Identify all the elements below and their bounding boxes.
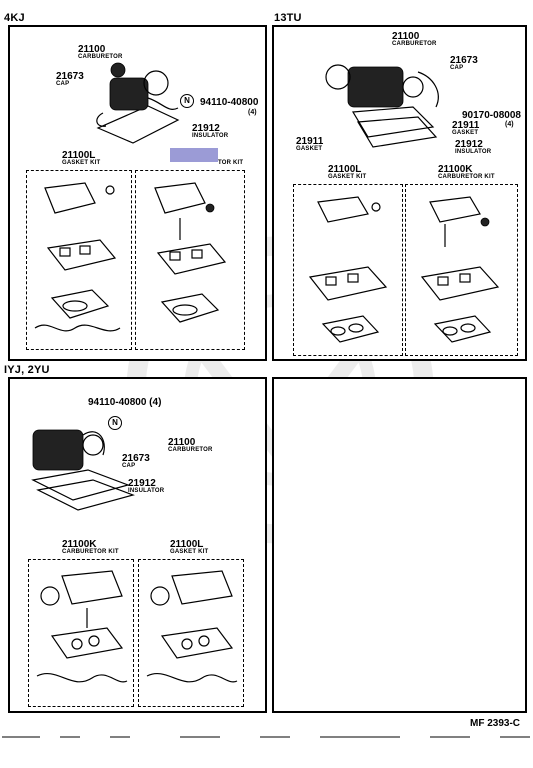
part-name-cap-4kj: CAP: [56, 81, 70, 87]
part-name-carburetor-13tu: CARBURETOR: [392, 41, 437, 47]
part-name-cap-1yj: CAP: [122, 463, 136, 469]
kit-box-right-1yj: [138, 559, 244, 707]
part-name-kit-right-1yj: GASKET KIT: [170, 549, 209, 555]
part-number-carburetor-1yj: 21100: [168, 437, 196, 448]
part-name-kit-left-4kj: GASKET KIT: [62, 160, 101, 166]
part-number-kit-left-13tu: 21100L: [328, 164, 362, 175]
section-label-1yj-2yu: IYJ, 2YU: [4, 364, 50, 376]
part-number-kit-right-13tu: 21100K: [438, 164, 473, 175]
redaction-highlight: [170, 148, 218, 162]
part-number-insulator-13tu: 21912: [455, 139, 483, 150]
part-name-gasket-left-13tu: GASKET: [296, 146, 323, 152]
diagram-code: MF 2393-C: [470, 718, 521, 729]
part-number-nut-4kj: 94110-40800: [200, 97, 259, 108]
part-name-kit-right-13tu: CARBURETOR KIT: [438, 174, 495, 180]
kit-box-left-13tu: [293, 184, 403, 356]
part-number-kit-left-4kj: 21100L: [62, 150, 96, 161]
kit-box-left-1yj: [28, 559, 134, 707]
section-label-4kj: 4KJ: [4, 12, 25, 24]
kit-parts-left-13tu: [308, 196, 388, 343]
part-number-insulator-4kj: 21912: [192, 123, 220, 134]
kit-box-right-13tu: [405, 184, 518, 356]
part-number-cap-13tu: 21673: [450, 55, 478, 66]
part-name-insulator-13tu: INSULATOR: [455, 149, 492, 155]
part-number-kit-right-1yj: 21100L: [170, 539, 204, 550]
kit-box-left-4kj: [26, 170, 132, 350]
section-label-13tu: 13TU: [274, 12, 302, 24]
kit-parts-right-13tu: [420, 196, 500, 343]
part-number-bolt-13tu: 90170-08008: [462, 110, 521, 121]
n-mark-icon-1yj: N: [108, 416, 122, 430]
kit-parts-left-4kj: [34, 182, 121, 332]
kit-parts-right-4kj: [154, 182, 227, 323]
n-mark-icon-4kj: N: [180, 94, 194, 108]
kit-parts-left-1yj: [36, 570, 128, 683]
part-name-insulator-1yj: INSULATOR: [128, 488, 165, 494]
kit-box-right-4kj: [135, 170, 245, 350]
part-number-kit-left-1yj: 21100K: [62, 539, 97, 550]
kit-parts-right-1yj: [146, 570, 238, 683]
part-number-insulator-1yj: 21912: [128, 478, 156, 489]
part-name-kit-left-1yj: CARBURETOR KIT: [62, 549, 119, 555]
part-name-gasket-right-13tu: GASKET: [452, 130, 479, 136]
part-name-insulator-4kj: INSULATOR: [192, 133, 229, 139]
part-number-gasket-left-13tu: 21911: [296, 136, 324, 147]
quantity-nut-4kj: (4): [248, 109, 257, 116]
part-number-carburetor-13tu: 21100: [392, 31, 420, 42]
part-number-nut-1yj: 94110-40800 (4): [88, 397, 162, 408]
carburetor-illustration-4kj: [96, 62, 180, 144]
carburetor-illustration-1yj: [31, 429, 135, 511]
part-name-carburetor-4kj: CARBURETOR: [78, 54, 123, 60]
part-name-carburetor-1yj: CARBURETOR: [168, 447, 213, 453]
part-name-kit-right-4kj: TOR KIT: [218, 160, 244, 166]
panel-empty: [272, 377, 527, 713]
part-number-carburetor-4kj: 21100: [78, 44, 106, 55]
carburetor-illustration-13tu: [325, 64, 439, 148]
part-name-cap-13tu: CAP: [450, 65, 464, 71]
quantity-bolt-13tu: (4): [505, 121, 514, 128]
part-number-cap-4kj: 21673: [56, 71, 84, 82]
part-number-gasket-right-13tu: 21911: [452, 120, 480, 131]
part-name-kit-left-13tu: GASKET KIT: [328, 174, 367, 180]
part-number-cap-1yj: 21673: [122, 453, 150, 464]
footer-rule: [2, 736, 530, 738]
